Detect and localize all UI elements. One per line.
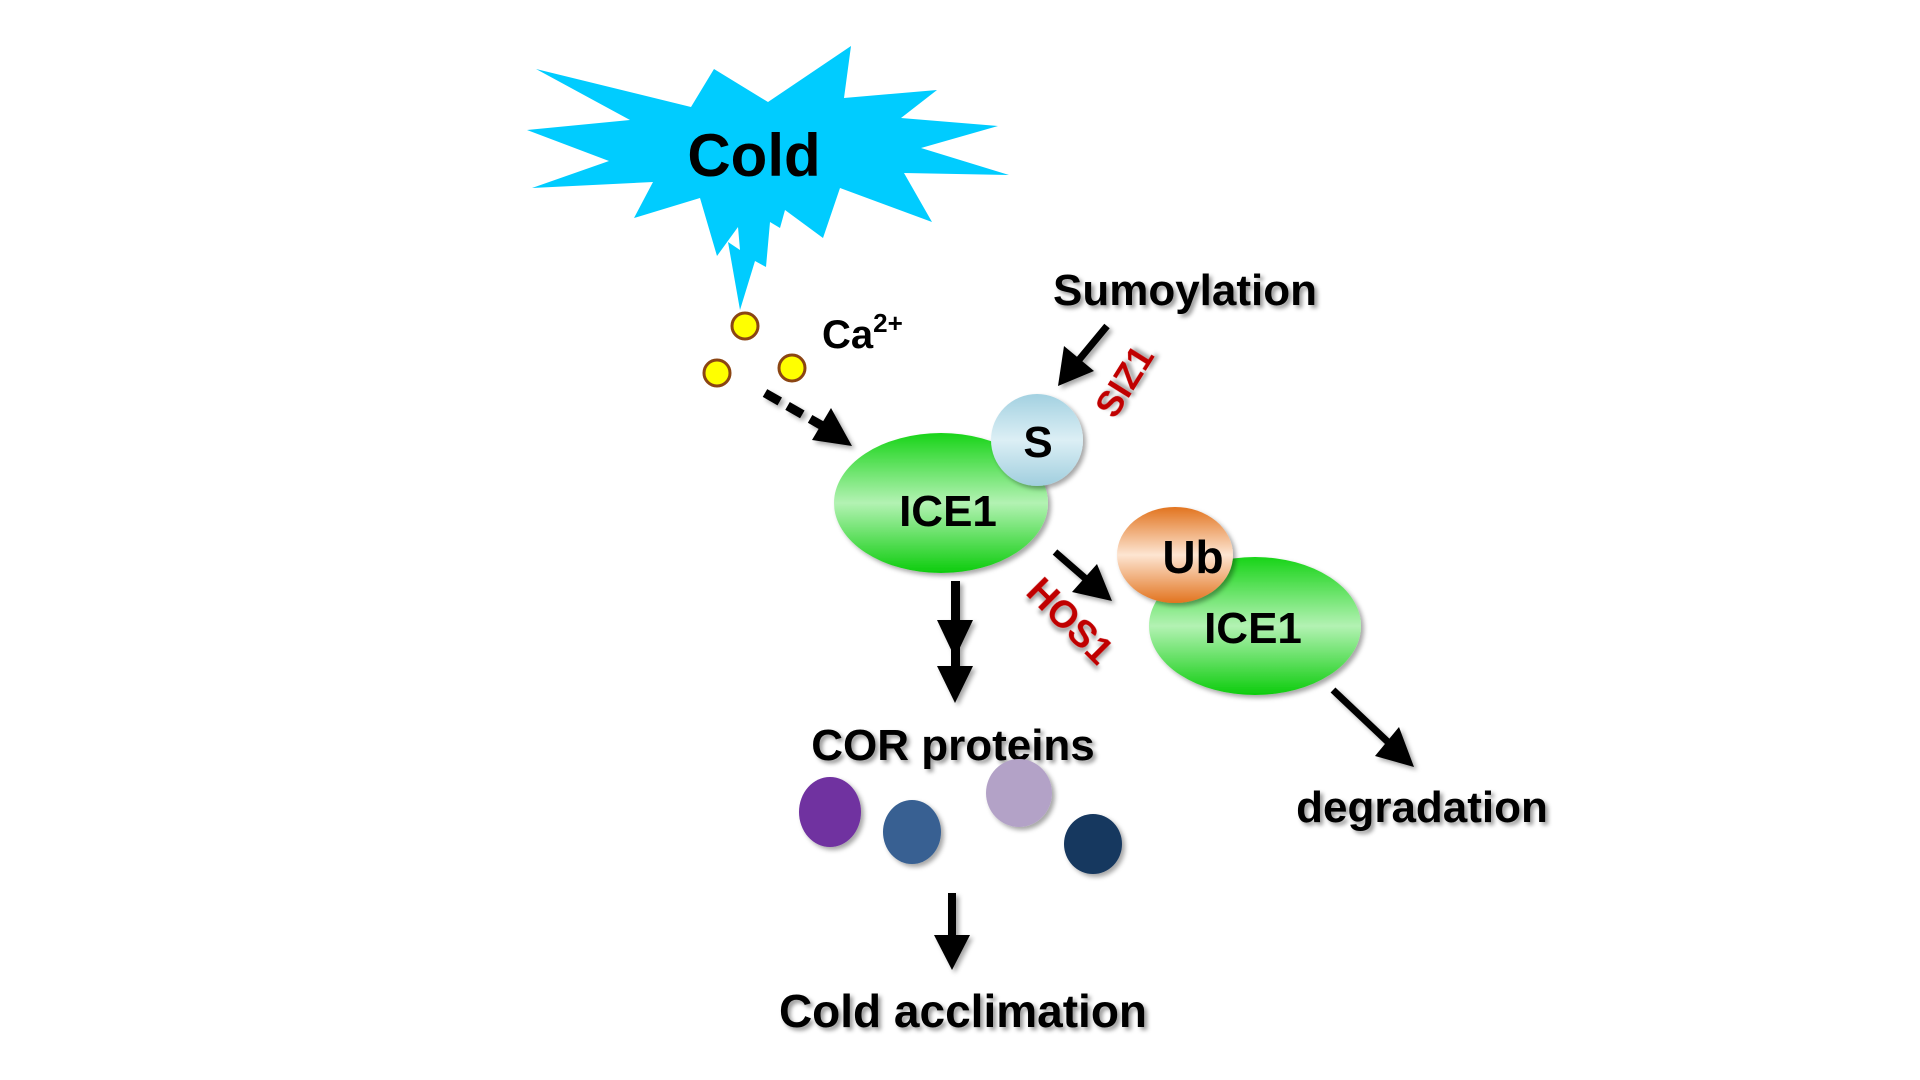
- cor-protein-blue: [883, 800, 941, 864]
- ice1-label: ICE1: [899, 487, 997, 536]
- cold-burst-shape: [527, 46, 1009, 310]
- degradation-arrow: [1330, 687, 1414, 767]
- cold-label: Cold: [687, 122, 820, 189]
- calcium-ion: [777, 353, 807, 383]
- degradation-label: degradation: [1296, 783, 1548, 832]
- dashed-arrow-shaft: [762, 389, 829, 432]
- sumoylation-arrow-shaft: [1075, 323, 1110, 364]
- arrow-head: [934, 935, 970, 970]
- cor-proteins-label: COR proteins: [811, 721, 1095, 770]
- hos1-arrow: [1052, 549, 1112, 601]
- ice1-ub-label: ICE1: [1204, 604, 1302, 653]
- sumoylation-arrow-head: [1058, 346, 1094, 386]
- sumoylation-arrow: [1058, 323, 1110, 386]
- arrow-head-upper: [937, 620, 973, 658]
- degradation-arrow-head: [1375, 727, 1414, 767]
- sumo-tag-label: S: [1023, 418, 1052, 467]
- cor-protein-group: [799, 759, 1122, 874]
- ice1-ubiquitinated: ICE1 Ub: [1117, 507, 1361, 695]
- cold-acclimation-label: Cold acclimation: [779, 985, 1147, 1037]
- arrow-shaft: [948, 893, 956, 937]
- calcium-label: Ca2+: [822, 308, 903, 357]
- calcium-to-ice1-arrow: [762, 389, 852, 446]
- ice1-protein: [834, 433, 1048, 573]
- calcium-ion: [702, 358, 732, 388]
- hos1-arrow-shaft: [1052, 549, 1089, 582]
- siz1-enzyme-label: SIZ1: [1087, 338, 1162, 424]
- cor-protein-purple: [799, 777, 861, 847]
- ice1-to-cor-arrow: [937, 581, 973, 703]
- dashed-arrow-head: [812, 408, 852, 446]
- calcium-charge: 2+: [873, 308, 903, 338]
- calcium-ions: Ca2+: [702, 308, 903, 388]
- sumoylation-label: Sumoylation: [1053, 266, 1317, 315]
- cor-to-acclimation-arrow: [934, 893, 970, 970]
- calcium-ion: [730, 311, 760, 341]
- ice1-sumoylated: ICE1 S: [834, 394, 1083, 573]
- ubiquitin-tag-label: Ub: [1162, 531, 1223, 583]
- hos1-arrow-head: [1072, 564, 1112, 601]
- cor-protein-lavender: [986, 759, 1052, 827]
- ubiquitin-tag: [1117, 507, 1233, 603]
- cor-protein-navy: [1064, 814, 1122, 874]
- cold-stimulus: Cold: [527, 46, 1009, 310]
- degradation-arrow-shaft: [1330, 687, 1392, 746]
- calcium-symbol: Ca: [822, 313, 874, 357]
- arrow-head-lower: [937, 666, 973, 703]
- sumo-tag: [991, 394, 1083, 486]
